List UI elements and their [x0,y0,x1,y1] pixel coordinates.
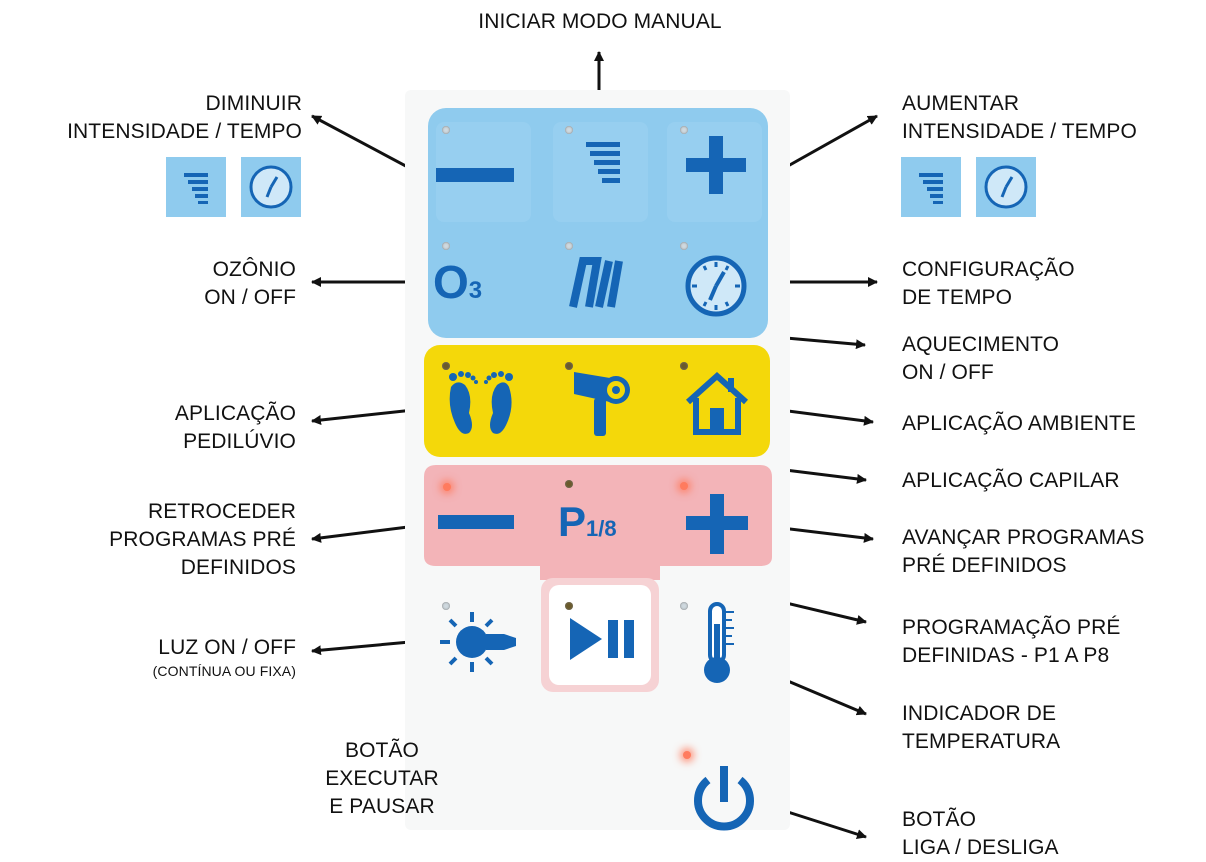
label-temperatura-line2: TEMPERATURA [902,730,1061,753]
label-aumentar: AUMENTAR INTENSIDADE / TEMPO [902,90,1137,146]
label-manual: INICIAR MODO MANUAL [430,8,770,36]
label-diminuir-line2: INTENSIDADE / TEMPO [67,120,302,143]
label-ambiente-text: APLICAÇÃO AMBIENTE [902,412,1137,435]
label-retroceder: RETROCEDER PROGRAMAS PRÉ DEFINIDOS [0,498,296,582]
label-manual-text: INICIAR MODO MANUAL [478,10,722,33]
label-luz: LUZ ON / OFF (CONTÍNUA OU FIXA) [0,634,296,680]
label-pediluvio-line2: PEDILÚVIO [183,430,296,453]
hair-dryer-icon[interactable] [572,368,632,444]
label-pediluvio-line1: APLICAÇÃO [174,402,296,425]
program-icon[interactable]: P1/8 [558,497,648,547]
plus-icon[interactable] [686,136,746,196]
label-ozonio-line1: OZÔNIO [212,258,296,281]
label-avancar: AVANÇAR PROGRAMAS PRÉ DEFINIDOS [902,524,1144,580]
led-house [680,362,688,370]
play-pause-icon[interactable] [566,614,638,664]
label-aquecimento-line1: AQUECIMENTO [902,333,1060,356]
minus-icon[interactable] [436,160,516,190]
clock-tile-left [241,157,301,217]
label-temperatura-line1: INDICADOR DE [902,702,1057,725]
label-aquecimento-line2: ON / OFF [902,361,994,384]
control-panel [405,90,790,830]
clock-icon [249,165,293,209]
label-retroceder-line1: RETROCEDER [147,500,296,523]
intensity-icon [919,173,943,204]
house-icon[interactable] [684,370,750,436]
feet-icon[interactable] [443,365,519,441]
label-config-tempo: CONFIGURAÇÃO DE TEMPO [902,256,1075,312]
label-config-line1: CONFIGURAÇÃO [902,258,1075,281]
label-diminuir-line1: DIMINUIR [205,92,302,115]
label-diminuir: DIMINUIR INTENSIDADE / TEMPO [0,90,302,146]
led-play [565,602,573,610]
led-temperature [680,602,688,610]
label-retroceder-line3: DEFINIDOS [180,556,296,579]
led-ozone [442,242,450,250]
ozone-icon[interactable]: O3 [433,255,523,309]
pink-section [424,465,772,580]
power-icon[interactable] [684,760,764,840]
led-program-next [680,482,688,490]
label-aumentar-line2: INTENSIDADE / TEMPO [902,120,1137,143]
label-pediluvio: APLICAÇÃO PEDILÚVIO [0,400,296,456]
label-capilar-text: APLICAÇÃO CAPILAR [902,469,1120,492]
led-power [683,751,691,759]
led-feet [442,362,450,370]
label-liga-line1: BOTÃO [902,808,977,831]
ozone-subscript: 3 [468,277,483,304]
led-intensity [565,126,573,134]
led-light [442,602,450,610]
led-plus [680,126,688,134]
led-minus [442,126,450,134]
led-heating [565,242,573,250]
label-programacao-line1: PROGRAMAÇÃO PRÉ [902,616,1121,639]
label-executar-line3: E PAUSAR [329,795,435,818]
label-programacao: PROGRAMAÇÃO PRÉ DEFINIDAS - P1 A P8 [902,614,1121,670]
label-capilar: APLICAÇÃO CAPILAR [902,467,1120,495]
clock-tile-right [976,157,1036,217]
label-ozonio-line2: ON / OFF [204,286,296,309]
label-avancar-line1: AVANÇAR PROGRAMAS [902,526,1145,549]
label-ozonio: OZÔNIO ON / OFF [0,256,296,312]
label-executar-line1: BOTÃO [344,739,419,762]
led-program-back [443,483,451,491]
label-liga: BOTÃO LIGA / DESLIGA [902,806,1059,862]
label-config-line2: DE TEMPO [902,286,1013,309]
label-executar: BOTÃO EXECUTAR E PAUSAR [312,737,452,821]
program-fraction: 1/8 [586,516,617,541]
clock-icon[interactable] [684,254,748,318]
label-luz-text: LUZ ON / OFF [158,636,296,659]
label-liga-line2: LIGA / DESLIGA [902,836,1059,859]
led-dryer [565,362,573,370]
led-clock [680,242,688,250]
label-programacao-line2: DEFINIDAS - P1 A P8 [902,644,1110,667]
label-ambiente: APLICAÇÃO AMBIENTE [902,410,1136,438]
clock-icon [984,165,1028,209]
led-program [565,480,573,488]
label-aquecimento: AQUECIMENTO ON / OFF [902,331,1059,387]
intensity-tile-right [901,157,961,217]
light-bulb-icon[interactable] [436,610,522,674]
intensity-icon [184,173,208,204]
label-executar-line2: EXECUTAR [325,767,439,790]
ozone-letter: O [433,256,469,308]
program-letter: P [558,498,587,545]
label-temperatura: INDICADOR DE TEMPERATURA [902,700,1060,756]
label-luz-sub: (CONTÍNUA OU FIXA) [152,663,296,679]
label-retroceder-line2: PROGRAMAS PRÉ [109,528,296,551]
minus-icon[interactable] [438,507,518,537]
intensity-icon[interactable] [582,140,632,190]
plus-icon[interactable] [686,494,748,556]
label-aumentar-line1: AUMENTAR [902,92,1020,115]
heating-icon[interactable] [569,255,629,311]
thermometer-icon [704,602,734,683]
label-avancar-line2: PRÉ DEFINIDOS [902,554,1067,577]
intensity-tile-left [166,157,226,217]
